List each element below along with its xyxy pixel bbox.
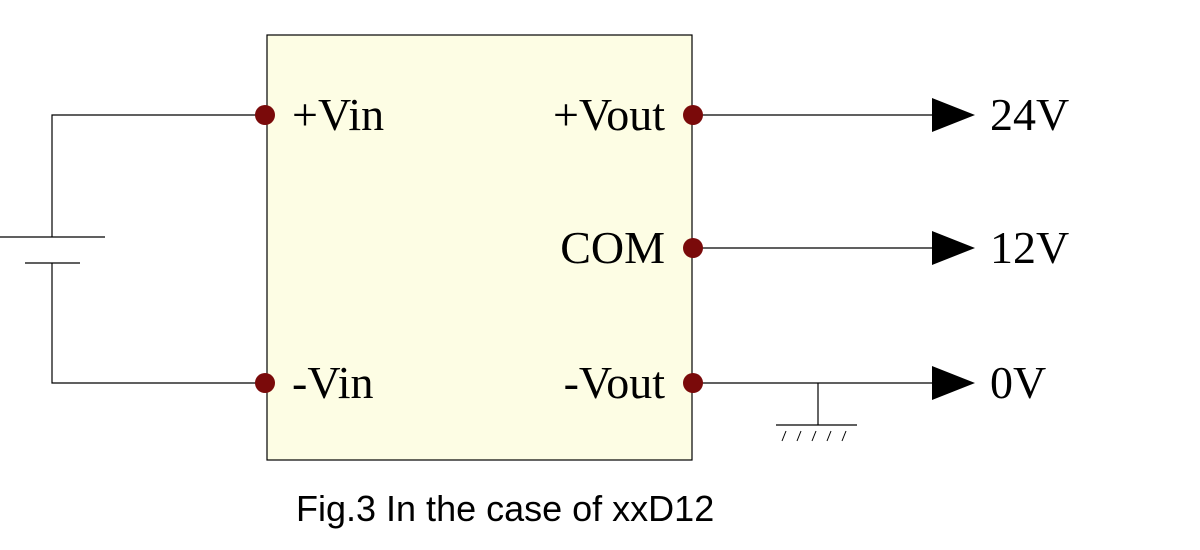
converter-module-box — [266, 34, 693, 461]
pin-label-vin-minus: -Vin — [292, 357, 374, 408]
arrow-right-icon — [932, 98, 975, 132]
pin-vout-minus-dot — [683, 373, 703, 393]
arrow-right-icon — [932, 231, 975, 265]
figure-caption: Fig.3 In the case of xxD12 — [296, 488, 714, 529]
output-label-0v: 0V — [990, 357, 1046, 408]
pin-label-vout-plus: +Vout — [553, 89, 665, 140]
pin-label-com: COM — [560, 222, 665, 273]
pin-vout-plus-dot — [683, 105, 703, 125]
arrow-right-icon — [932, 366, 975, 400]
pin-label-vout-minus: -Vout — [564, 357, 666, 408]
pin-vin-plus-dot — [255, 105, 275, 125]
pin-com-dot — [683, 238, 703, 258]
pin-label-vin-plus: +Vin — [292, 89, 384, 140]
output-label-24v: 24V — [990, 89, 1069, 140]
ground-icon — [776, 383, 857, 442]
battery-icon — [0, 114, 265, 384]
output-label-12v: 12V — [990, 222, 1069, 273]
pin-vin-minus-dot — [255, 373, 275, 393]
